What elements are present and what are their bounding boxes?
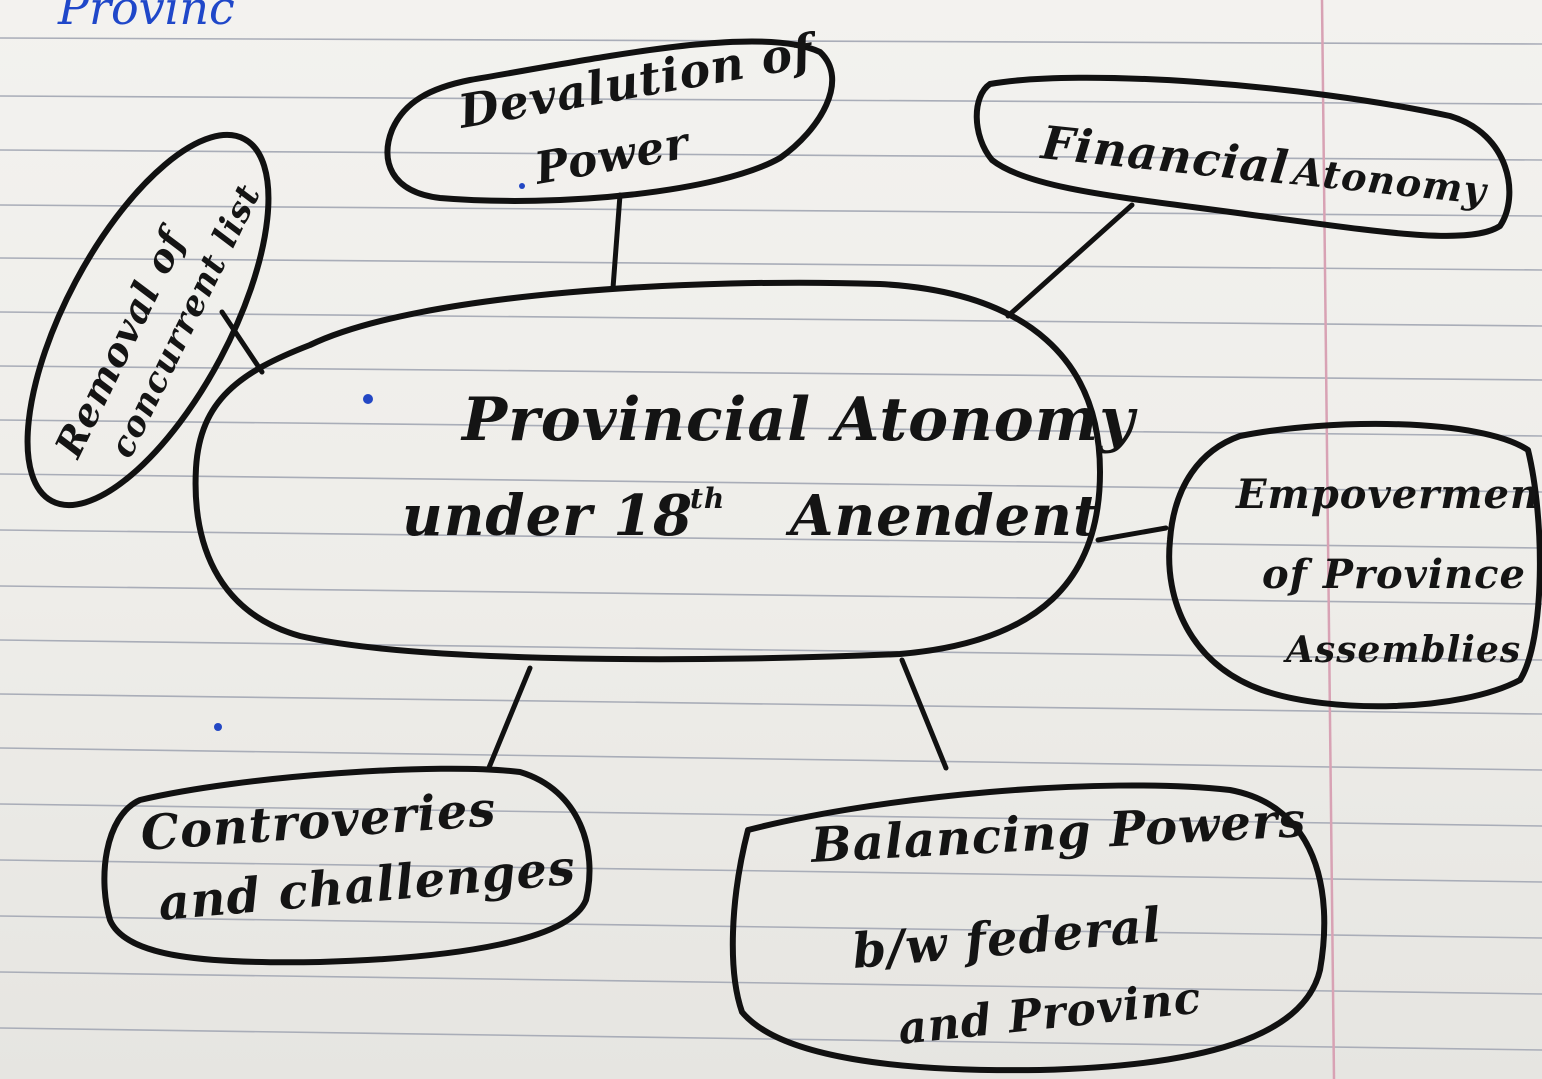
branch-empowerment-outline [1166, 420, 1542, 710]
connector-financial [1005, 202, 1135, 319]
ink-dot [363, 394, 373, 404]
branch-controversies-line1: Controveries [139, 781, 498, 862]
branch-empowerment-line1: Empoverment [1235, 471, 1542, 518]
connector-concurrent [219, 309, 265, 375]
branch-controversies-and-challenges: Controveries and challenges [101, 765, 593, 966]
branch-financial-line2: Atonomy [1288, 148, 1491, 214]
central-title-line1: Provincial Atonomy [460, 385, 1138, 455]
connector-controversies [485, 665, 533, 773]
branch-empowerment-line2: of Province [1262, 551, 1526, 598]
branch-balancing-line2: b/w federal [850, 897, 1164, 980]
branch-empowerment-of-province-assemblies: Empoverment of Province Assemblies [1166, 420, 1542, 710]
margin-line [1320, 0, 1336, 1079]
branch-removal-of-concurrent-list: Removal of concurrent list [24, 131, 272, 509]
central-title-line2-superscript: th [690, 482, 725, 515]
central-title-line2-start: under 18 [402, 483, 693, 549]
central-title-line2-end: Anendent [785, 483, 1100, 549]
ink-dot [214, 723, 222, 731]
page-heading: Provinc [57, 0, 235, 35]
connector-empowerment [1095, 525, 1169, 543]
central-node: Provincial Atonomy under 18 th Anendent [192, 279, 1138, 663]
ink-dot [519, 183, 525, 189]
branch-devolution-line2: Power [529, 117, 695, 195]
connector-balancing [899, 657, 949, 771]
branch-financial-outline [973, 74, 1513, 239]
branch-devolution-outline [384, 38, 836, 204]
branch-devolution-of-power: Devalution of Power [384, 22, 836, 204]
branch-financial-line1: Financial [1037, 115, 1292, 195]
connectors [219, 192, 1169, 773]
connector-devolution [610, 192, 623, 291]
branch-controversies-outline [101, 765, 593, 966]
branch-empowerment-line3: Assemblies [1283, 629, 1521, 671]
branch-balancing-outline [729, 782, 1328, 1074]
central-node-outline [192, 279, 1103, 663]
branch-concurrent-outline [24, 131, 272, 509]
